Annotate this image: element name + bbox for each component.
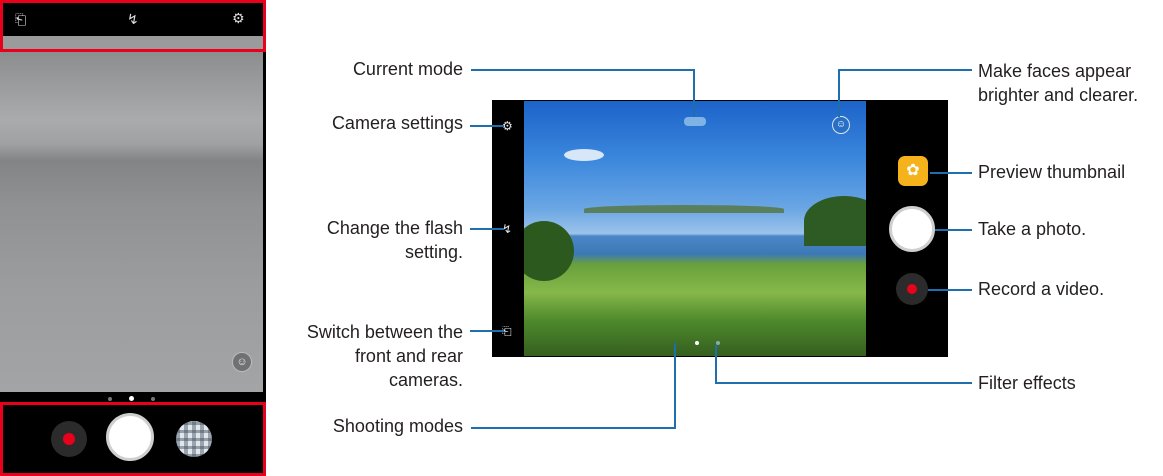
callout-line-filter-v [715,345,717,384]
callout-line-thumbnail [930,172,972,174]
callout-line-camera-settings [470,125,504,127]
gear-icon[interactable]: ⚙ [232,10,245,26]
label-take-photo: Take a photo. [978,219,1087,239]
record-icon [63,433,75,445]
filter-thumbnail-icon[interactable] [176,421,212,457]
switch-camera-icon[interactable]: ⎗ [15,11,27,27]
cloud [564,149,604,161]
beauty-face-icon[interactable]: ☺ [832,116,850,134]
callout-line-current-mode-v [693,69,695,117]
label-switch-line1: Switch between the [306,322,463,342]
label-faces-line1: Make faces appear [978,61,1132,81]
take-photo-button[interactable] [889,206,935,252]
callout-line-video [928,289,972,291]
gear-icon[interactable]: ⚙ [502,119,513,133]
shooting-mode-dot[interactable] [695,341,699,345]
current-mode-indicator [684,117,706,126]
island [584,205,784,213]
label-switch-line2: front and rear [354,346,463,366]
landscape-preview: ☺ [524,101,866,356]
callout-line-filter [715,382,972,384]
callout-line-faces-v [838,69,840,117]
filter-dot[interactable] [716,341,720,345]
label-record-video: Record a video. [978,279,1105,299]
callout-line-current-mode [471,69,694,71]
label-switch-line3: cameras. [388,370,463,390]
flash-off-icon[interactable]: ↯ [127,11,139,27]
record-button[interactable] [51,421,87,457]
pager-dot[interactable] [151,397,155,401]
trees [524,221,574,281]
label-filter-effects: Filter effects [978,373,1076,393]
label-flash-line2: setting. [404,242,463,262]
label-flash-line1: Change the flash [326,218,463,238]
callout-line-flash [470,228,504,230]
top-strip [3,36,263,50]
record-icon [907,284,917,294]
callout-line-faces [838,69,972,71]
label-faces-line2: brighter and clearer. [978,85,1139,105]
label-shooting-modes: Shooting modes [332,416,463,436]
beauty-face-icon[interactable]: ☺ [232,352,252,372]
camera-top-bar: ⎗ ↯ ⚙ [3,3,263,36]
callout-line-switch [470,330,504,332]
pager-dot-active[interactable] [129,396,134,401]
preview-thumbnail-icon[interactable]: ✿ [898,156,928,186]
shutter-button[interactable] [106,413,154,461]
callout-line-photo [935,229,972,231]
callout-line-shooting-modes-v [674,343,676,429]
pager-dot[interactable] [108,397,112,401]
label-preview-thumbnail: Preview thumbnail [978,162,1126,182]
record-video-button[interactable] [896,273,928,305]
top-bar-highlight [0,0,266,52]
flash-off-icon[interactable]: ↯ [502,222,513,236]
viewfinder[interactable] [0,52,263,392]
label-current-mode: Current mode [352,59,463,79]
label-camera-settings: Camera settings [331,113,463,133]
callout-line-shooting-modes [471,427,676,429]
hill [804,196,866,246]
switch-camera-icon[interactable]: ⎗ [502,324,512,338]
